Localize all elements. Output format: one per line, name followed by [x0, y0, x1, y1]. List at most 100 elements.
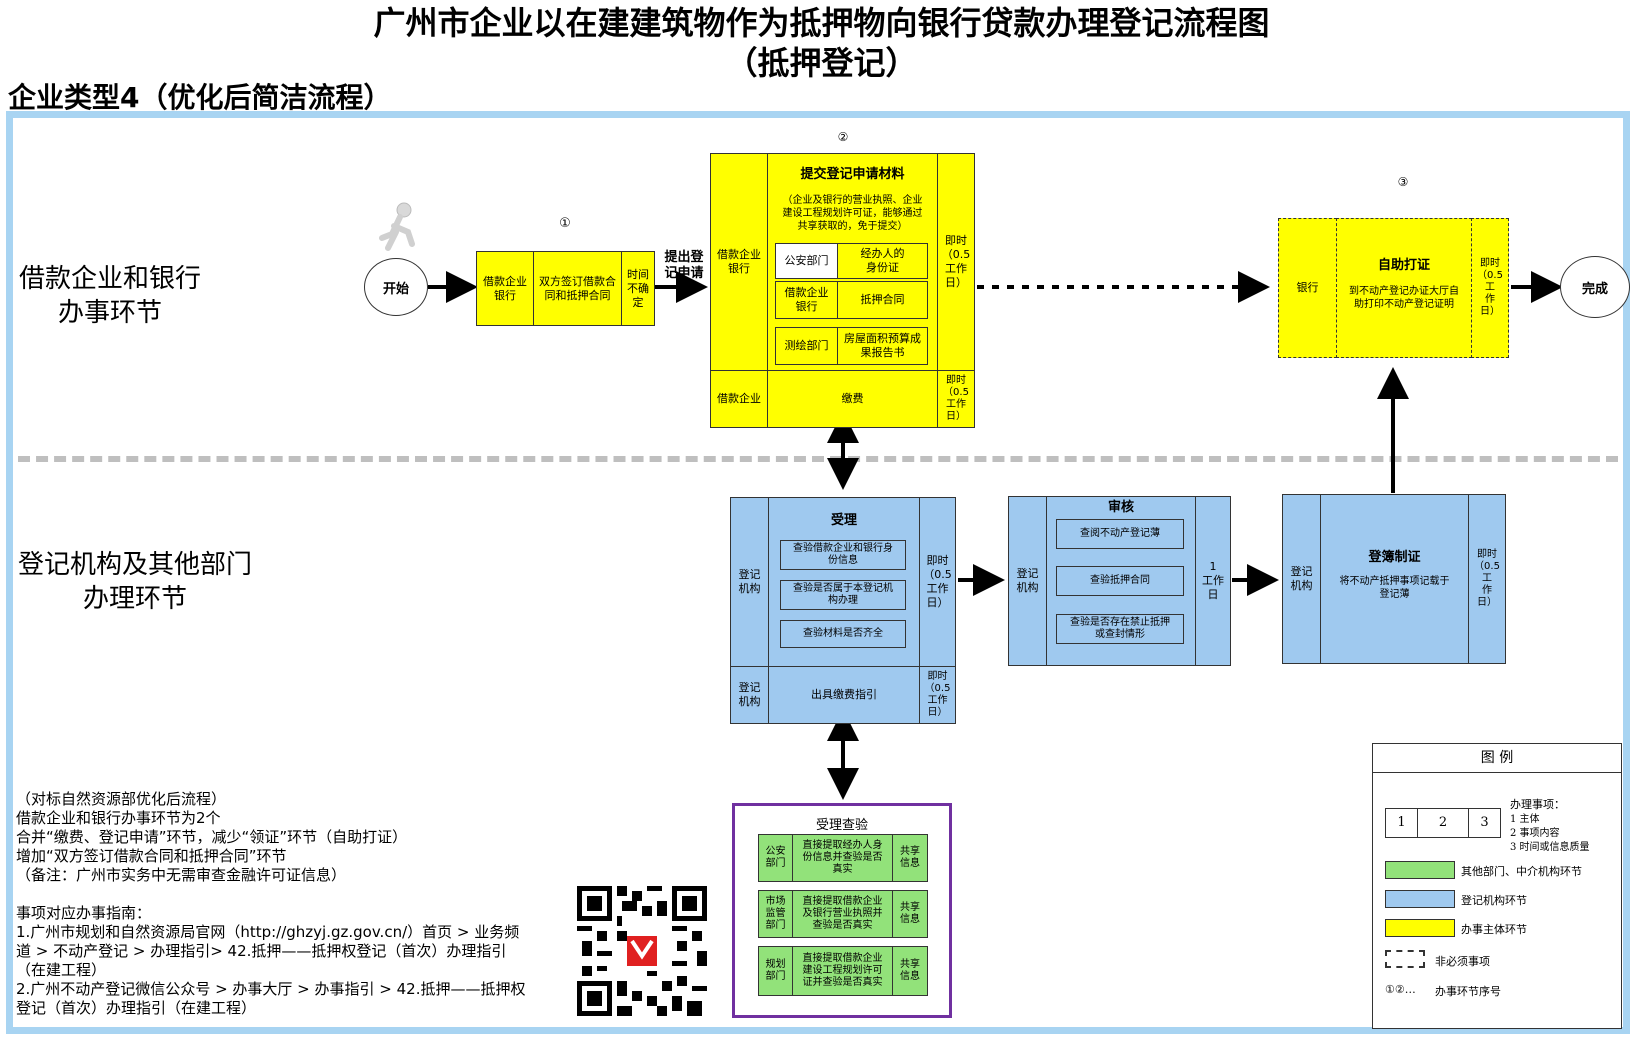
step2-row1-item: 经办人的 身份证: [837, 243, 928, 279]
accept-subject: 登记 机构: [730, 497, 769, 667]
lane-top-line2: 办事环节: [57, 298, 162, 328]
step1-content: 双方签订借款合 同和抵押合同: [533, 251, 622, 326]
legend-yellow-label: 办事主体环节: [1461, 923, 1527, 936]
page-subtitle: （抵押登记）: [725, 44, 918, 82]
accept-fee-subject: 登记 机构: [730, 666, 769, 724]
step2-title: 提交登记申请材料: [800, 167, 905, 182]
enterprise-type: 企业类型4（优化后简洁流程）: [8, 81, 392, 114]
step2-fee-content: 缴费: [767, 370, 938, 428]
register-title: 登簿制证: [1368, 550, 1421, 565]
accept-time: 即时 （0.5 工作 日）: [919, 497, 956, 667]
start-node: 开始: [364, 258, 428, 316]
legend-box: 图 例 1 2 3 办理事项： 1 主体 2 事项内容 3 时间或信息质量 其他…: [1372, 743, 1622, 1029]
step2-fee-subject: 借款企业: [710, 370, 768, 428]
legend-seq-label: 办事环节序号: [1435, 985, 1501, 998]
register-main: 登簿制证 将不动产抵押事项记载于 登记薄: [1320, 494, 1469, 664]
accept-fee-time: 即时 （0.5 工作 日）: [919, 666, 956, 724]
legend-swatch-blue: [1385, 890, 1455, 908]
note-line: 2.广州不动产登记微信公众号 > 办事大厅 > 办事指引 > 42.抵押——抵押…: [16, 980, 526, 998]
legend-cell-2: 2: [1417, 808, 1469, 838]
arrow-label-submit: 提出登 记申请: [664, 250, 704, 281]
accept-item-2: 查验是否属于本登记机 构办理: [780, 580, 906, 610]
lane-divider: [18, 456, 1618, 462]
note-line: 增加“双方签订借款合同和抵押合同”环节: [16, 847, 287, 865]
lane-label-top: 借款企业和银行 办事环节: [10, 262, 210, 330]
check-row2-item: 直接提取借款企业 及银行营业执照并 查验是否真实: [792, 890, 893, 938]
step2-number: ②: [837, 130, 849, 144]
legend-title: 图 例: [1373, 744, 1621, 773]
accept-item-3: 查验材料是否齐全: [780, 620, 906, 648]
diagram-frame: [6, 111, 1630, 1034]
legend-green-text: 其他部门、中介机构环节: [1461, 865, 1582, 878]
register-desc: 将不动产抵押事项记载于 登记薄: [1339, 576, 1450, 600]
review-item-1: 查阅不动产登记薄: [1056, 519, 1184, 549]
lane-bottom-line2: 办理环节: [82, 584, 187, 614]
step1-subject: 借款企业 银行: [476, 251, 534, 326]
check-row1-item: 直接提取经办人身 份信息并查验是否 真实: [792, 834, 893, 882]
check-row3-share: 共享 信息: [892, 946, 928, 996]
note-line: （在建工程）: [16, 961, 107, 979]
step2-row3-dept: 测绘部门: [775, 327, 838, 365]
step3-number: ③: [1397, 175, 1409, 189]
note-line: 1.广州市规划和自然资源局官网（http://ghzyj.gz.gov.cn/）…: [16, 923, 520, 941]
lane-bottom-line1: 登记机构及其他部门: [17, 550, 252, 580]
legend-cell-1: 1: [1385, 808, 1418, 838]
legend-green-label: 其他部门、中介机构环节: [1461, 863, 1582, 879]
legend-item-2: 2 事项内容: [1510, 828, 1560, 839]
note-line: （备注：广州市实务中无需审查金融许可证信息）: [16, 866, 347, 884]
qr-code-graphic: [577, 886, 707, 1016]
legend-cell-3: 3: [1468, 808, 1501, 838]
lane-top-line1: 借款企业和银行: [18, 264, 201, 294]
step2-row2-item: 抵押合同: [837, 281, 928, 319]
step2-fee-time: 即时 （0.5 工作 日）: [937, 370, 975, 428]
step3-time: 即时 （0.5 工 作 日）: [1471, 218, 1509, 358]
lane-label-bottom: 登记机构及其他部门 办理环节: [10, 548, 260, 616]
step3-main: 自助打证 到不动产登记办证大厅自 助打印不动产登记证明: [1336, 218, 1472, 358]
note-line: 借款企业和银行办事环节为2个: [16, 809, 221, 827]
legend-swatch-dashed: [1385, 950, 1425, 968]
review-title: 审核: [1107, 500, 1134, 515]
legend-item-1: 1 主体: [1510, 814, 1540, 825]
step3-desc: 到不动产登记办证大厅自 助打印不动产登记证明: [1349, 286, 1459, 310]
legend-blue-label: 登记机构环节: [1461, 894, 1527, 907]
step2-subject: 借款企业 银行: [710, 153, 768, 371]
step2-desc: （企业及银行的营业执照、企业 建设工程规划许可证，能够通过 共享获取的，免于提交…: [782, 195, 923, 232]
check-row3-dept: 规划 部门: [758, 946, 793, 996]
register-subject: 登记 机构: [1282, 494, 1321, 664]
note-line: 道 > 不动产登记 > 办理指引> 42.抵押——抵押权登记（首次）办理指引: [16, 942, 507, 960]
check-title: 受理查验: [815, 818, 868, 833]
step1-time: 时间 不确 定: [621, 251, 655, 326]
runner-icon: [379, 202, 415, 251]
review-item-3: 查验是否存在禁止抵押 或查封情形: [1056, 614, 1184, 644]
finish-node: 完成: [1560, 256, 1630, 318]
accept-fee-content: 出具缴费指引: [768, 666, 920, 724]
legend-swatch-green: [1385, 861, 1455, 879]
check-row2-dept: 市场 监管 部门: [758, 890, 793, 938]
note-line: [16, 885, 525, 904]
notes-block: （对标自然资源部优化后流程） 借款企业和银行办事环节为2个 合并“缴费、登记申请…: [16, 790, 525, 1018]
accept-item-1: 查验借款企业和银行身 份信息: [780, 540, 906, 570]
step1-number: ①: [559, 216, 571, 231]
check-row1-share: 共享 信息: [892, 834, 928, 882]
review-subject: 登记 机构: [1008, 496, 1047, 666]
legend-items-title: 办理事项：: [1510, 798, 1565, 811]
review-time: 1 工作 日: [1195, 496, 1231, 666]
review-item-2: 查验抵押合同: [1056, 566, 1184, 596]
page-title: 广州市企业以在建建筑物作为抵押物向银行贷款办理登记流程图: [373, 4, 1270, 42]
legend-item-3: 3 时间或信息质量: [1510, 842, 1590, 853]
note-line: 登记（首次）办理指引（在建工程）: [16, 999, 257, 1017]
legend-dashed-label: 非必须事项: [1435, 955, 1490, 968]
step2-row1-dept: 公安部门: [775, 243, 838, 279]
check-row2-share: 共享 信息: [892, 890, 928, 938]
note-line: 合并“缴费、登记申请”环节，减少“领证”环节（自助打证）: [16, 828, 408, 846]
step3-title: 自助打证: [1377, 258, 1430, 273]
qr-code[interactable]: [577, 886, 707, 1016]
check-row1-dept: 公安 部门: [758, 834, 793, 882]
step2-time: 即时 （0.5 工作 日）: [937, 153, 975, 371]
step2-row2-dept: 借款企业 银行: [775, 281, 838, 319]
note-line: 事项对应办事指南：: [16, 904, 152, 922]
legend-swatch-yellow: [1385, 919, 1455, 937]
step3-subject: 银行: [1278, 218, 1337, 358]
check-row3-item: 直接提取借款企业 建设工程规划许可 证并查验是否真实: [792, 946, 893, 996]
